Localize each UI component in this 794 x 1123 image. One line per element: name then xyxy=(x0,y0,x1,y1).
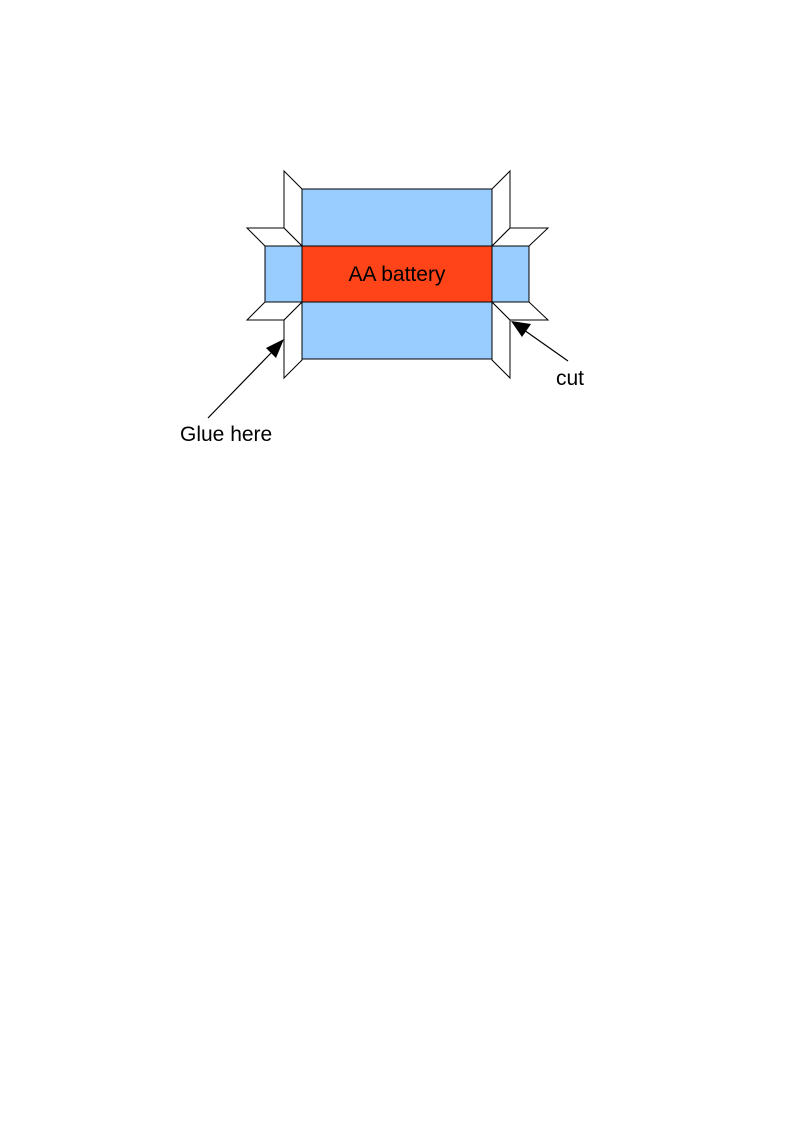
glue-arrowhead xyxy=(266,339,284,358)
left-end-panel xyxy=(264,245,303,303)
right-end-panel xyxy=(491,245,530,303)
battery-area xyxy=(301,245,493,303)
top-panel xyxy=(301,188,493,247)
cut-arrow-line xyxy=(523,329,569,362)
bottom-panel xyxy=(301,301,493,360)
glue-arrow-line xyxy=(207,352,272,419)
battery-label: AA battery xyxy=(349,263,446,286)
glue-label: Glue here xyxy=(180,423,272,446)
cut-arrowhead xyxy=(511,321,531,337)
cut-label: cut xyxy=(556,367,584,390)
